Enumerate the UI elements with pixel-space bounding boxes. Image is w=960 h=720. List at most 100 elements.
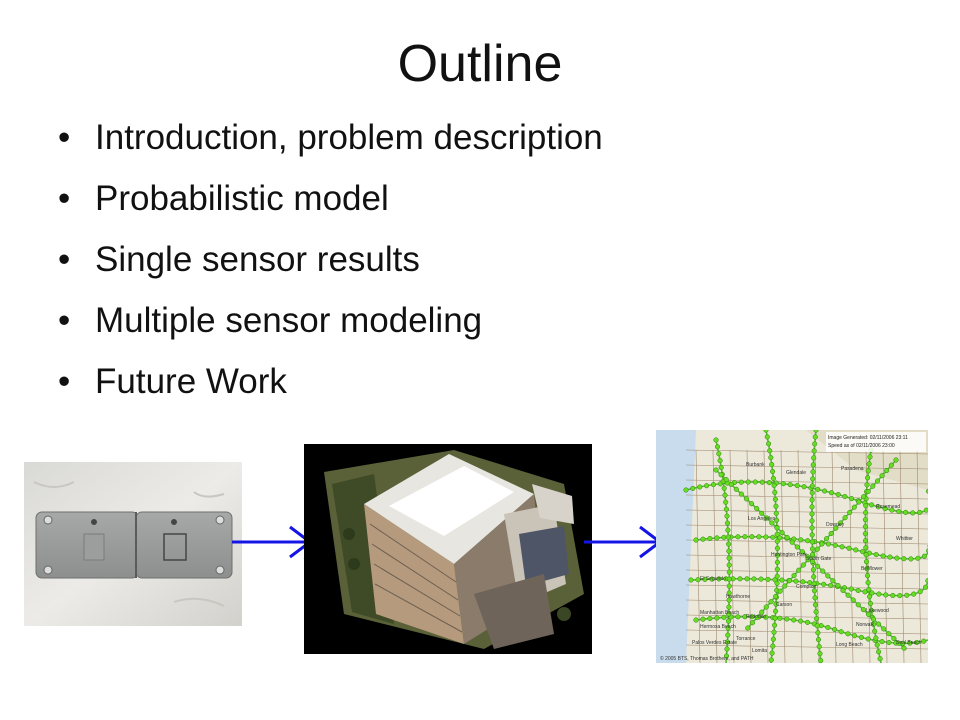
sensor-dot [817,651,823,657]
sensor-dot [867,454,873,460]
sensor-dot [710,482,717,488]
sensor-dot [724,520,731,526]
bullet-icon: • [58,179,71,218]
sensor-dot [861,494,867,500]
sensor-dot [811,581,817,587]
sensor-dot [870,483,876,489]
sensor-dot [881,626,887,632]
sensor-dot [764,434,770,440]
outline-item-text: Multiple sensor modeling [95,301,483,340]
sensor-dot [768,455,774,461]
sensor-dot [923,507,928,513]
map-place-label: Compton [796,584,817,590]
sensor-dot [738,491,744,497]
sensor-dot [742,534,748,540]
sensor-dot [911,591,917,597]
bullet-icon: • [58,240,71,279]
sensor-dot [697,484,703,490]
sensor-dot [921,638,927,644]
sensor-dot [875,504,881,510]
sensor-dot [763,614,769,620]
sensor-dot [721,485,727,491]
sensor-dot [810,567,816,573]
sensor-dot [798,537,804,543]
street-line [685,524,928,530]
sensor-dot [794,544,800,550]
sensor-dot [769,650,775,656]
sensor-dot [810,462,816,468]
sensor-dot [896,640,902,646]
sensor-dot [922,584,928,590]
sensor-dot [865,475,871,481]
sensor-dot [725,632,731,638]
bullet-icon: • [58,362,71,401]
sensor-dot [894,555,900,561]
sensor-dot [683,487,689,493]
sensor-dot [779,577,785,583]
sensor-dot [726,569,732,575]
sensor-dot [774,517,780,523]
sensor-dot [791,617,797,623]
sensor-dot [864,482,870,488]
sensor-dot [828,582,834,588]
sensor-dot [772,496,778,502]
sensor-dot [774,573,780,579]
sensor-dot [819,541,825,547]
sensor-dot [801,484,807,490]
sensor-dot [838,629,844,635]
sensor-dot [835,491,841,498]
map-place-label: Hermosa Beach [700,624,736,630]
sensor-dot [745,479,751,485]
sensor-dot [862,538,869,544]
sensor-dot [863,545,869,551]
sensor-dot [867,594,873,600]
sensor-dot [721,534,727,540]
sensor-dot [896,508,902,515]
sensor-dot [786,578,793,584]
traffic-sensor-map: Image Generated: 02/11/2006 23:11 Speed … [656,430,928,663]
map-place-label: Lomita [752,648,767,654]
sensor-dot [716,576,722,582]
sensor-dot [774,580,780,586]
sensor-dot [810,558,816,565]
sensor-dot [758,576,764,582]
sensor-dot [852,633,858,639]
sensor-dot [726,548,732,554]
map-place-label: Redondo [746,614,767,620]
sensor-dot [723,506,729,512]
sensor-dot [809,539,815,545]
sensor-dot [805,557,811,563]
sensor-dot [811,448,817,454]
sensor-dot [742,614,748,620]
sensor-dot [873,635,879,641]
map-place-label: South Gate [806,556,832,562]
sensor-dot [865,611,872,617]
street-line [685,644,928,650]
map-place-label: Whittier [896,536,913,542]
sensor-dot [901,556,907,562]
sensor-dot [858,634,864,640]
sensor-dot [759,510,765,516]
sensor-dot [724,639,730,645]
sensor-dot [774,559,780,565]
sensor-dot [773,510,779,516]
sensor-dot [774,531,780,537]
sensor-dot [837,520,843,526]
sensor-dot [809,497,815,503]
sensor-dot [815,563,821,569]
sensor-dot [828,530,834,537]
sensor-dot [865,636,871,642]
sensor-dot [809,532,815,538]
sensor-dot [718,464,724,471]
sensor-dot [774,566,780,572]
sensor-dot [835,582,841,589]
sensor-dot [862,589,868,595]
sensor-dot [813,430,819,433]
slide-title: Outline [397,35,563,93]
map-place-label: Rosemead [876,504,900,510]
sensor-dot [695,577,701,583]
sensor-dot [723,499,729,505]
sensor-dot [777,588,783,594]
sensor-dot [726,562,732,568]
sensor-dot [726,555,732,561]
